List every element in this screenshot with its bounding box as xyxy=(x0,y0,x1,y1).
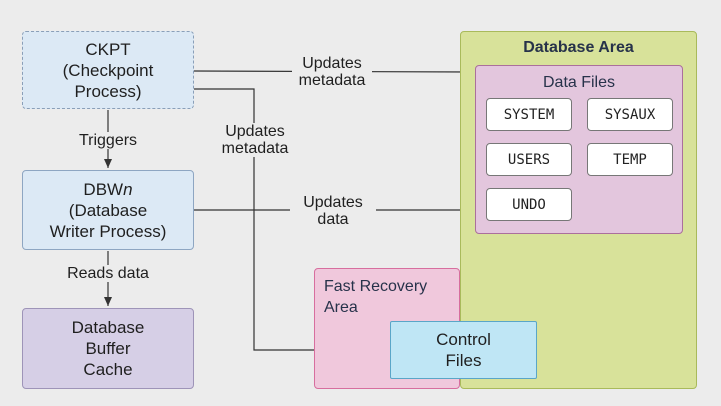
data-files-group: Data Files SYSTEM SYSAUX USERS TEMP UNDO xyxy=(475,65,683,234)
label-control-updates-metadata: Updates metadata xyxy=(213,123,297,157)
control-files-label: Control Files xyxy=(436,330,491,370)
label-updates-data: Updates data xyxy=(290,194,376,228)
control-files-node: Control Files xyxy=(390,321,537,379)
label-reads-data: Reads data xyxy=(57,265,159,282)
buffer-cache-node: Database Buffer Cache xyxy=(22,308,194,389)
ckpt-label: CKPT (Checkpoint Process) xyxy=(62,39,154,101)
data-files-title: Data Files xyxy=(542,74,616,91)
dbwn-name: DBW xyxy=(83,179,124,199)
label-ckpt-updates-metadata: Updates metadata xyxy=(292,55,372,89)
dbwn-description: (Database Writer Process) xyxy=(49,200,167,241)
label-triggers: Triggers xyxy=(68,132,148,149)
dbwn-name-italic: n xyxy=(123,179,133,199)
dbwn-node: DBWn (Database Writer Process) xyxy=(22,170,194,250)
file-users: USERS xyxy=(486,143,572,176)
database-area-title: Database Area xyxy=(523,39,634,56)
buffer-cache-label: Database Buffer Cache xyxy=(71,318,145,379)
dbwn-label: DBWn (Database Writer Process) xyxy=(50,179,167,242)
fast-recovery-area-title: Fast Recovery Area xyxy=(324,278,428,316)
file-undo: UNDO xyxy=(486,188,572,221)
file-system: SYSTEM xyxy=(486,98,572,131)
file-temp: TEMP xyxy=(587,143,673,176)
file-sysaux: SYSAUX xyxy=(587,98,673,131)
ckpt-node: CKPT (Checkpoint Process) xyxy=(22,31,194,109)
